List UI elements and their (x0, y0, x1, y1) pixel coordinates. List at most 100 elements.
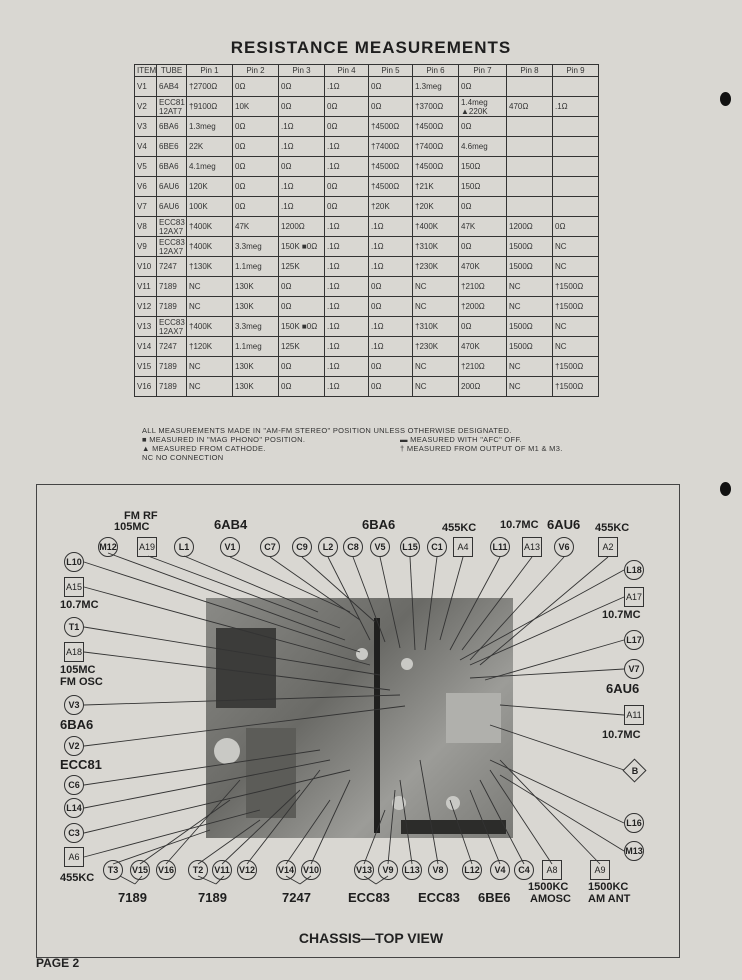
callout-v11: V11 (212, 860, 232, 880)
callout-v3: V3 (64, 695, 84, 715)
callout-l16: L16 (624, 813, 644, 833)
callout-a19: A19 (137, 537, 157, 557)
callout-v7: V7 (624, 659, 644, 679)
table-cell: NC (506, 376, 553, 397)
label-1500kc-b: 1500KC (588, 881, 629, 893)
callout-a11: A11 (624, 705, 644, 725)
callout-a13: A13 (522, 537, 542, 557)
callout-l15: L15 (400, 537, 420, 557)
callout-a4: A4 (453, 537, 473, 557)
callout-l17: L17 (624, 630, 644, 650)
callout-c7: C7 (260, 537, 280, 557)
table-cell: †1500Ω (552, 376, 599, 397)
callout-a17: A17 (624, 587, 644, 607)
transformer (216, 628, 276, 708)
round-component (214, 738, 240, 764)
page-number: PAGE 2 (36, 956, 80, 970)
label-6ba6-top: 6BA6 (362, 517, 396, 532)
chassis-photo (206, 598, 513, 838)
label-10-7mc-left: 10.7MC (60, 599, 99, 611)
note-line: ■ MEASURED IN "MAG PHONO" POSITION. (142, 435, 306, 444)
label-fm-rf: FM RF (124, 510, 158, 522)
note-line: ▲ MEASURED FROM CATHODE. (142, 444, 266, 453)
label-fm-osc: FM OSC (60, 676, 103, 688)
callout-a15: A15 (64, 577, 84, 597)
label-am-ant: AM ANT (588, 893, 631, 905)
callout-t2: T2 (188, 860, 208, 880)
tube-socket (401, 658, 413, 670)
callout-a9: A9 (590, 860, 610, 880)
callout-a2: A2 (598, 537, 618, 557)
label-10-7mc-right1: 10.7MC (602, 609, 641, 621)
label-455kc-a: 455KC (442, 522, 477, 534)
callout-b-label: B (631, 766, 639, 776)
callout-b: B (622, 758, 647, 783)
callout-a6: A6 (64, 847, 84, 867)
label-455kc-c: 455KC (60, 872, 95, 884)
label-6ba6-left: 6BA6 (60, 717, 94, 732)
callout-l13: L13 (402, 860, 422, 880)
callout-v1: V1 (220, 537, 240, 557)
callout-v4: V4 (490, 860, 510, 880)
label-amosc: AMOSC (530, 893, 571, 905)
terminal-strip (401, 820, 506, 834)
measurement-notes: ALL MEASUREMENTS MADE IN "AM-FM STEREO" … (142, 426, 612, 462)
note-line: NC NO CONNECTION (142, 453, 224, 462)
chassis-diagram-frame (36, 484, 680, 958)
callout-a18: A18 (64, 642, 84, 662)
label-7189-b: 7189 (198, 890, 227, 905)
tube-socket (356, 648, 368, 660)
binder-hole (720, 482, 731, 496)
callout-t1: T1 (64, 617, 84, 637)
callout-l1: L1 (174, 537, 194, 557)
label-6ab4: 6AB4 (214, 517, 248, 532)
callout-v12: V12 (237, 860, 257, 880)
label-10-7mc-top: 10.7MC (500, 519, 539, 531)
label-6au6-right: 6AU6 (606, 681, 640, 696)
chassis-title: CHASSIS—TOP VIEW (298, 930, 444, 946)
table-cell: 130K (232, 376, 279, 397)
label-ecc81: ECC81 (60, 757, 102, 772)
callout-v6: V6 (554, 537, 574, 557)
callout-c9: C9 (292, 537, 312, 557)
callout-l18: L18 (624, 560, 644, 580)
label-6au6-top: 6AU6 (547, 517, 581, 532)
note-line: ALL MEASUREMENTS MADE IN "AM-FM STEREO" … (142, 426, 512, 435)
callout-l14: L14 (64, 798, 84, 818)
callout-l10: L10 (64, 552, 84, 572)
callout-t3: T3 (103, 860, 123, 880)
label-ecc83-a: ECC83 (348, 890, 390, 905)
callout-v14: V14 (276, 860, 296, 880)
table-cell: 0Ω (552, 216, 599, 237)
note-line: ▬ MEASURED WITH "AFC" OFF. (400, 435, 522, 444)
callout-v2: V2 (64, 736, 84, 756)
label-1500kc-a: 1500KC (528, 881, 569, 893)
callout-v16: V16 (156, 860, 176, 880)
tube-socket (446, 796, 460, 810)
shield-can (446, 693, 501, 743)
callout-l2: L2 (318, 537, 338, 557)
callout-c8: C8 (343, 537, 363, 557)
label-105mc-left: 105MC (60, 664, 96, 676)
callout-c6: C6 (64, 775, 84, 795)
page-title: RESISTANCE MEASUREMENTS (230, 38, 512, 57)
binder-hole (720, 92, 731, 106)
callout-v10: V10 (301, 860, 321, 880)
capacitor-block (246, 728, 296, 818)
note-line: † MEASURED FROM OUTPUT OF M1 & M3. (400, 444, 563, 453)
label-ecc83-b: ECC83 (418, 890, 460, 905)
callout-c4: C4 (514, 860, 534, 880)
callout-l12: L12 (462, 860, 482, 880)
callout-c3: C3 (64, 823, 84, 843)
callout-v9: V9 (378, 860, 398, 880)
